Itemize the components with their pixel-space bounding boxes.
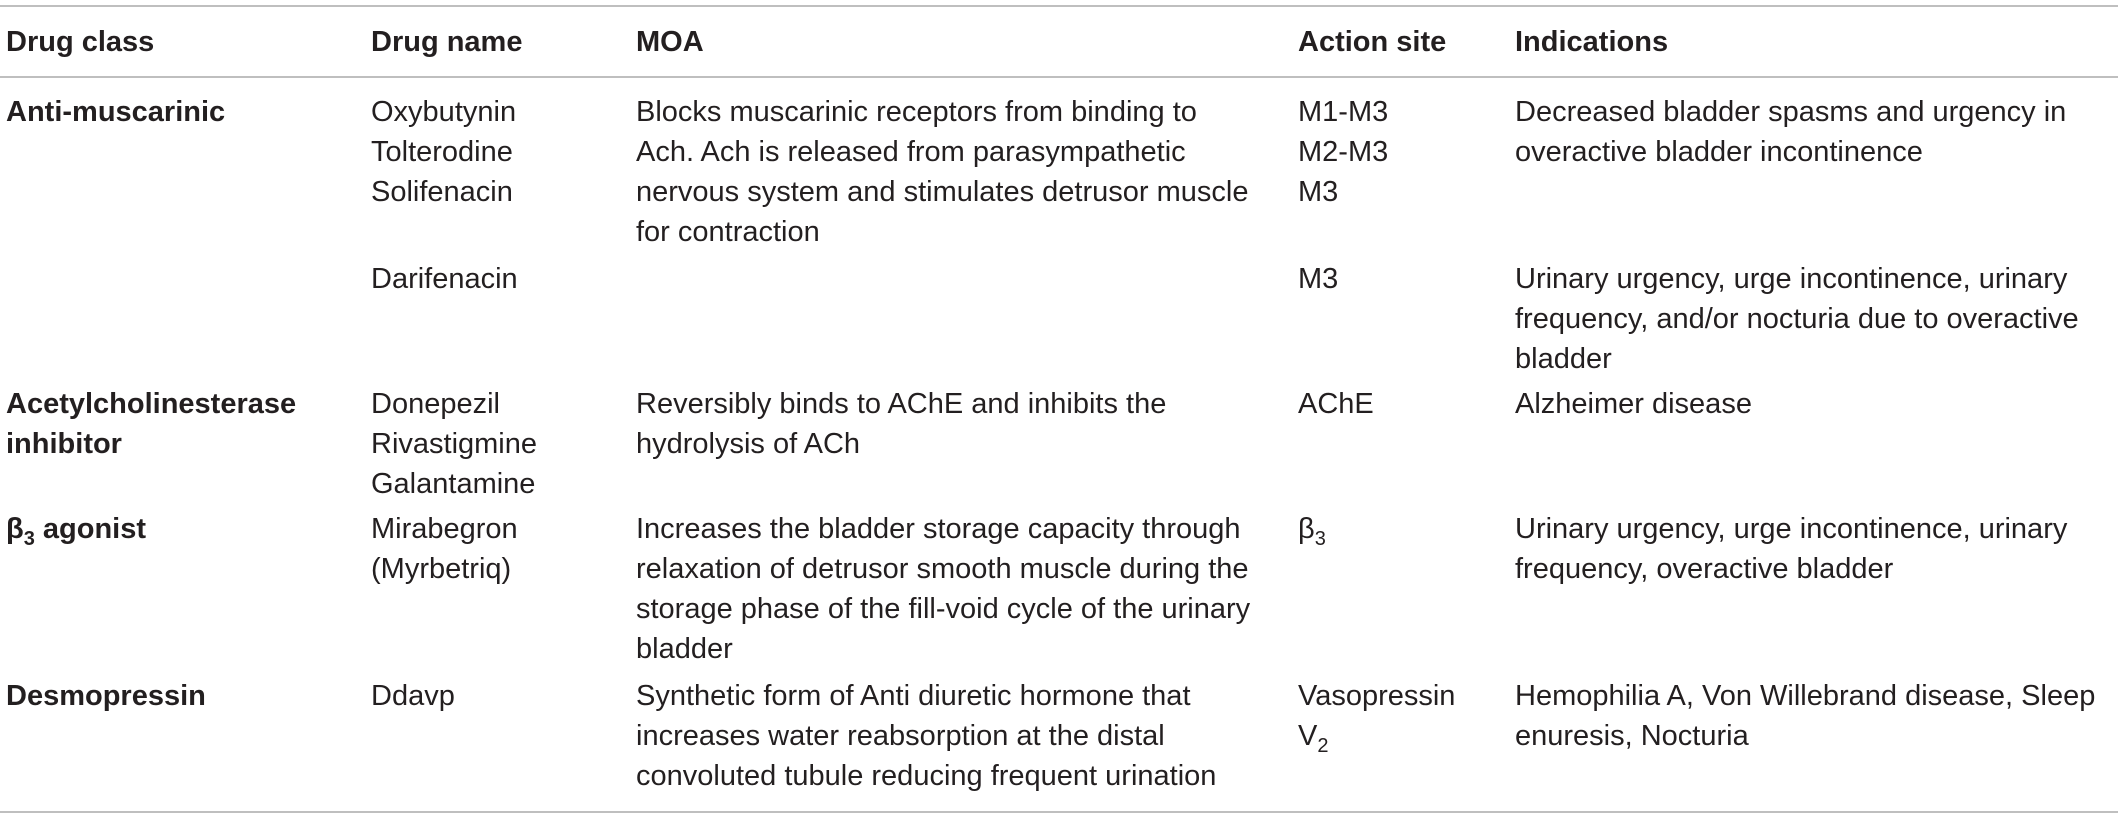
row3-drug-names: Donepezil Rivastigmine Galantamine	[371, 384, 621, 504]
row3-indications: Alzheimer disease	[1515, 384, 2115, 424]
action-site-subscript: 3	[1314, 528, 1326, 550]
moa-line: bladder	[636, 633, 733, 665]
indication-line: Hemophilia A, Von Willebrand disease, Sl…	[1515, 680, 2096, 712]
moa-line: Increases the bladder storage capacity t…	[636, 513, 1241, 545]
drug-class-rest: agonist	[34, 513, 146, 545]
indication-line: bladder	[1515, 343, 1612, 375]
row4-moa: Increases the bladder storage capacity t…	[636, 509, 1256, 669]
header-indications: Indications	[1515, 26, 1669, 58]
row5-indications: Hemophilia A, Von Willebrand disease, Sl…	[1515, 676, 2115, 756]
row1-indications: Decreased bladder spasms and urgency in …	[1515, 92, 2115, 172]
row5-drug-names: Ddavp	[371, 676, 621, 716]
row2-action-site: M3	[1298, 259, 1498, 299]
row1-drug-class: Anti-muscarinic	[6, 96, 226, 128]
drug-name: Mirabegron	[371, 513, 518, 545]
moa-line: storage phase of the fill-void cycle of …	[636, 593, 1251, 625]
drug-class-line: Acetylcholinesterase	[6, 388, 297, 420]
indication-line: Alzheimer disease	[1515, 388, 1752, 420]
row4-indications: Urinary urgency, urge incontinence, urin…	[1515, 509, 2115, 589]
header-moa: MOA	[636, 26, 704, 58]
action-site-base: V	[1298, 720, 1318, 752]
row2-drug-names: Darifenacin	[371, 259, 621, 299]
moa-line: Ach. Ach is released from parasympatheti…	[636, 136, 1186, 168]
indication-line: frequency, overactive bladder	[1515, 553, 1894, 585]
indication-line: Urinary urgency, urge incontinence, urin…	[1515, 263, 2068, 295]
table-bottom-rule	[0, 811, 2118, 813]
row1-moa: Blocks muscarinic receptors from binding…	[636, 92, 1256, 252]
moa-line: convoluted tubule reducing frequent urin…	[636, 760, 1217, 792]
drug-class-base: β	[6, 513, 24, 545]
header-drug-class: Drug class	[6, 26, 155, 58]
row1-drug-names: Oxybutynin Tolterodine Solifenacin	[371, 92, 621, 212]
header-action-site: Action site	[1298, 26, 1447, 58]
drug-name: Tolterodine	[371, 136, 513, 168]
drug-class-subscript: 3	[23, 528, 35, 550]
row5-drug-class: Desmopressin	[6, 680, 206, 712]
row5-moa: Synthetic form of Anti diuretic hormone …	[636, 676, 1256, 796]
drug-class-line: inhibitor	[6, 428, 122, 460]
drug-name: Oxybutynin	[371, 96, 517, 128]
moa-line: Reversibly binds to AChE and inhibits th…	[636, 388, 1167, 420]
row3-drug-class: Acetylcholinesterase inhibitor	[6, 384, 356, 464]
action-site: Vasopressin	[1298, 680, 1456, 712]
row3-action-site: AChE	[1298, 384, 1498, 424]
action-site: M3	[1298, 263, 1339, 295]
moa-line: Synthetic form of Anti diuretic hormone …	[636, 680, 1191, 712]
moa-line: hydrolysis of ACh	[636, 428, 861, 460]
drug-name: Galantamine	[371, 468, 536, 500]
drug-name: (Myrbetriq)	[371, 553, 512, 585]
action-site: AChE	[1298, 388, 1374, 420]
drug-name: Solifenacin	[371, 176, 513, 208]
action-site: M1-M3	[1298, 96, 1389, 128]
indication-line: Urinary urgency, urge incontinence, urin…	[1515, 513, 2068, 545]
drug-name: Darifenacin	[371, 263, 518, 295]
action-site: M3	[1298, 176, 1339, 208]
moa-line: increases water reabsorption at the dist…	[636, 720, 1165, 752]
action-site-subscript: 2	[1317, 735, 1329, 757]
moa-line: nervous system and stimulates detrusor m…	[636, 176, 1249, 208]
row4-drug-names: Mirabegron (Myrbetriq)	[371, 509, 621, 589]
row2-indications: Urinary urgency, urge incontinence, urin…	[1515, 259, 2115, 379]
header-drug-name: Drug name	[371, 26, 523, 58]
moa-line: relaxation of detrusor smooth muscle dur…	[636, 553, 1249, 585]
indication-line: overactive bladder incontinence	[1515, 136, 1923, 168]
row1-action-site: M1-M3 M2-M3 M3	[1298, 92, 1498, 212]
row3-moa: Reversibly binds to AChE and inhibits th…	[636, 384, 1256, 464]
drug-name: Rivastigmine	[371, 428, 537, 460]
row5-action-site: Vasopressin V2	[1298, 676, 1498, 756]
action-site: M2-M3	[1298, 136, 1389, 168]
action-site-base: β	[1298, 513, 1315, 545]
row4-action-site: β3	[1298, 509, 1498, 549]
indication-line: Decreased bladder spasms and urgency in	[1515, 96, 2067, 128]
table-top-rule	[0, 5, 2118, 7]
moa-line: for contraction	[636, 216, 820, 248]
drug-name: Ddavp	[371, 680, 455, 712]
indication-line: enuresis, Nocturia	[1515, 720, 1749, 752]
table-header-rule	[0, 76, 2118, 78]
drug-name: Donepezil	[371, 388, 500, 420]
moa-line: Blocks muscarinic receptors from binding…	[636, 96, 1197, 128]
indication-line: frequency, and/or nocturia due to overac…	[1515, 303, 2079, 335]
action-site-v2: V2	[1298, 716, 1498, 756]
row4-drug-class: β3 agonist	[6, 509, 356, 549]
